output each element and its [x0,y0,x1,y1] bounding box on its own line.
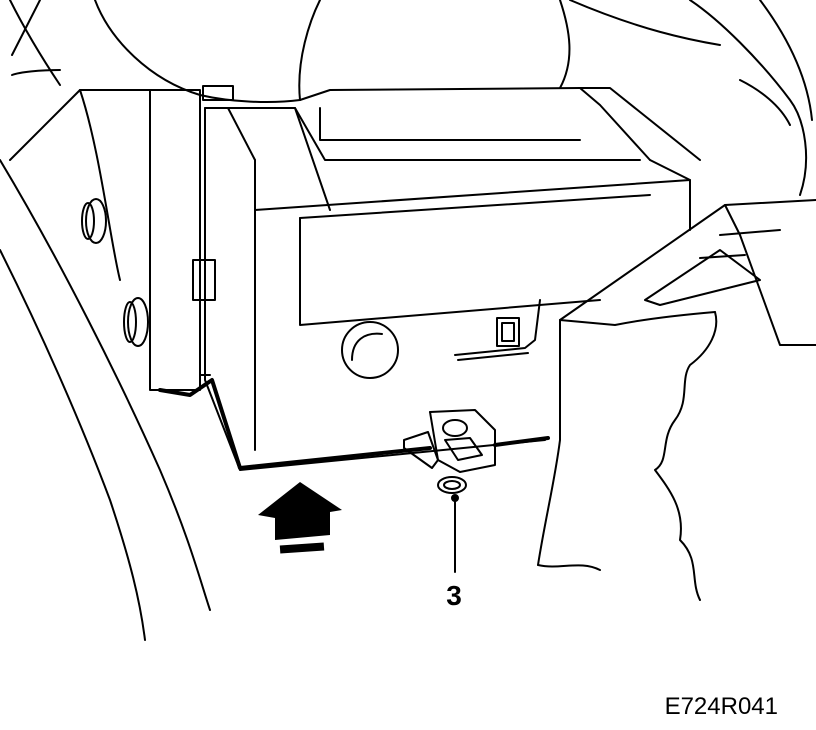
callout-leader-dot [451,494,459,502]
module-bottom-outline [158,378,432,470]
control-module-box [202,85,701,471]
clip-nut-assembly [403,409,496,494]
left-diagonal-edges [0,89,211,641]
arrow-up-icon [258,482,342,554]
upper-left-structure [9,0,301,104]
figure-reference-code: E724R041 [664,693,778,720]
right-panel [537,199,816,601]
upper-housing [298,0,813,196]
callout-number-3: 3 [446,580,462,611]
